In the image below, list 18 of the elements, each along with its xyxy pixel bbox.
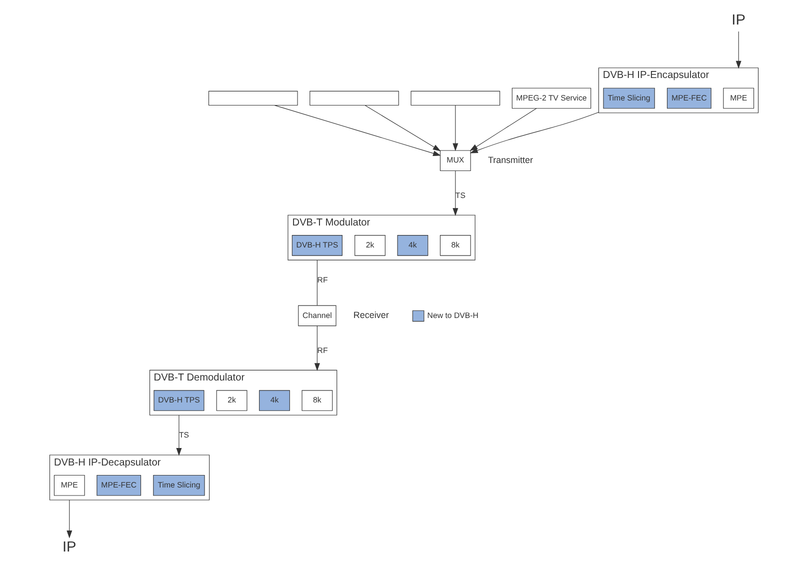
connector [316,260,317,306]
arrow [469,112,598,154]
arrow [452,170,458,216]
arrow [735,31,741,69]
node-text: IP [731,12,745,29]
arrow [364,105,440,152]
node-box [410,90,500,106]
node-box [309,90,398,106]
arrow [274,105,440,156]
arrow [176,414,182,456]
arrow [452,105,458,152]
arrow [314,326,320,372]
label: Receiver [352,310,388,320]
arrow [66,500,72,538]
node-box [208,90,298,106]
node-text: IP [62,540,76,556]
label: Transmitter [487,154,532,165]
arrow [469,108,536,151]
